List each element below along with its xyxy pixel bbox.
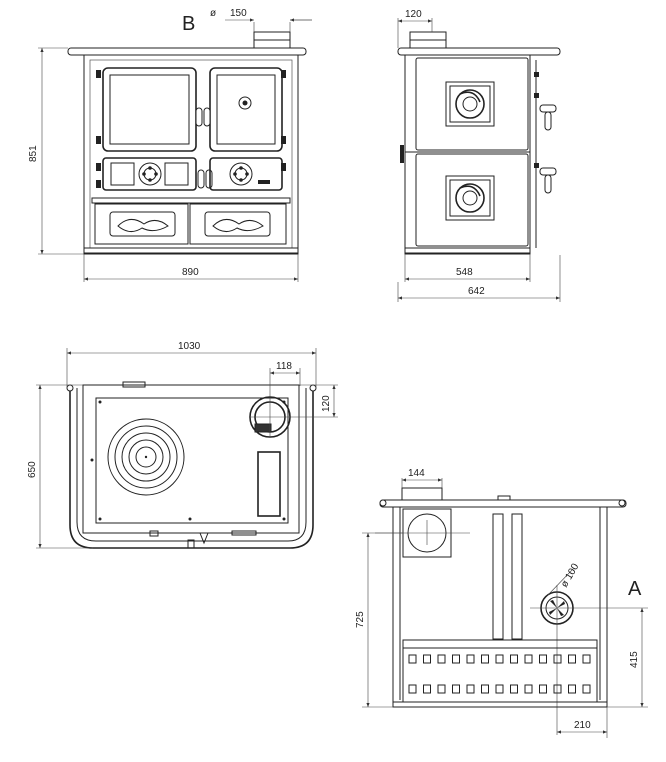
dim-top-flue-y: 120 xyxy=(321,395,332,412)
dim-side-flue-offset: 120 xyxy=(405,9,422,20)
dim-top-width: 1030 xyxy=(178,341,201,352)
vent-hole xyxy=(539,684,547,694)
vent-holes xyxy=(408,654,591,694)
vent-hole xyxy=(452,684,460,694)
decor-panel-icon xyxy=(109,211,271,237)
vent-hole xyxy=(437,684,446,694)
dim-total-depth: 642 xyxy=(468,286,485,297)
dim-pipe-diameter: ø 100 xyxy=(559,561,582,589)
logo-badge-icon xyxy=(445,81,495,221)
diameter-symbol: ø xyxy=(210,8,216,19)
dim-height: 851 xyxy=(28,145,39,162)
dim-back-flue-height: 725 xyxy=(355,611,366,628)
vent-hole xyxy=(553,654,562,664)
vent-hole xyxy=(510,654,518,664)
vent-hole xyxy=(582,684,591,694)
vent-hole xyxy=(539,654,547,664)
vent-hole xyxy=(481,654,489,664)
door-handle-icon xyxy=(539,104,557,194)
dim-back-pipe-offset: 210 xyxy=(574,720,591,731)
vent-hole xyxy=(568,654,576,664)
vent-hole xyxy=(524,654,533,664)
vent-hole xyxy=(495,654,504,664)
vent-hole xyxy=(466,684,475,694)
dim-back-pipe-height: 415 xyxy=(629,651,640,668)
vent-hole xyxy=(466,654,475,664)
vent-hole xyxy=(510,684,518,694)
cooking-ring-icon xyxy=(107,418,185,496)
side-view: 120 548 642 xyxy=(397,9,561,302)
dim-flue-diameter: 150 xyxy=(230,8,247,19)
dim-back-flue-width: 144 xyxy=(408,468,425,479)
vent-hole xyxy=(495,684,504,694)
vent-hole xyxy=(437,654,446,664)
air-control-knob-icon xyxy=(138,162,162,186)
back-view: ø 100 A 144 725 415 210 xyxy=(355,468,648,738)
dim-top-depth: 650 xyxy=(27,461,38,478)
top-view: 1030 118 120 650 xyxy=(27,341,338,549)
front-view: ø 150 B 851 890 xyxy=(28,8,312,282)
vent-hole xyxy=(408,654,417,664)
vent-hole xyxy=(481,684,489,694)
vent-hole xyxy=(582,654,591,664)
vent-hole xyxy=(568,684,576,694)
dim-body-depth: 548 xyxy=(456,267,473,278)
vent-hole xyxy=(452,654,460,664)
marker-b: B xyxy=(182,13,195,35)
vent-hole xyxy=(423,684,431,694)
marker-a: A xyxy=(628,578,642,600)
air-control-knob-icon xyxy=(229,162,253,186)
dim-top-flue-x: 118 xyxy=(276,361,292,372)
vent-hole xyxy=(423,654,431,664)
dim-width: 890 xyxy=(182,267,199,278)
vent-hole xyxy=(408,684,417,694)
vent-hole xyxy=(553,684,562,694)
vent-hole xyxy=(524,684,533,694)
